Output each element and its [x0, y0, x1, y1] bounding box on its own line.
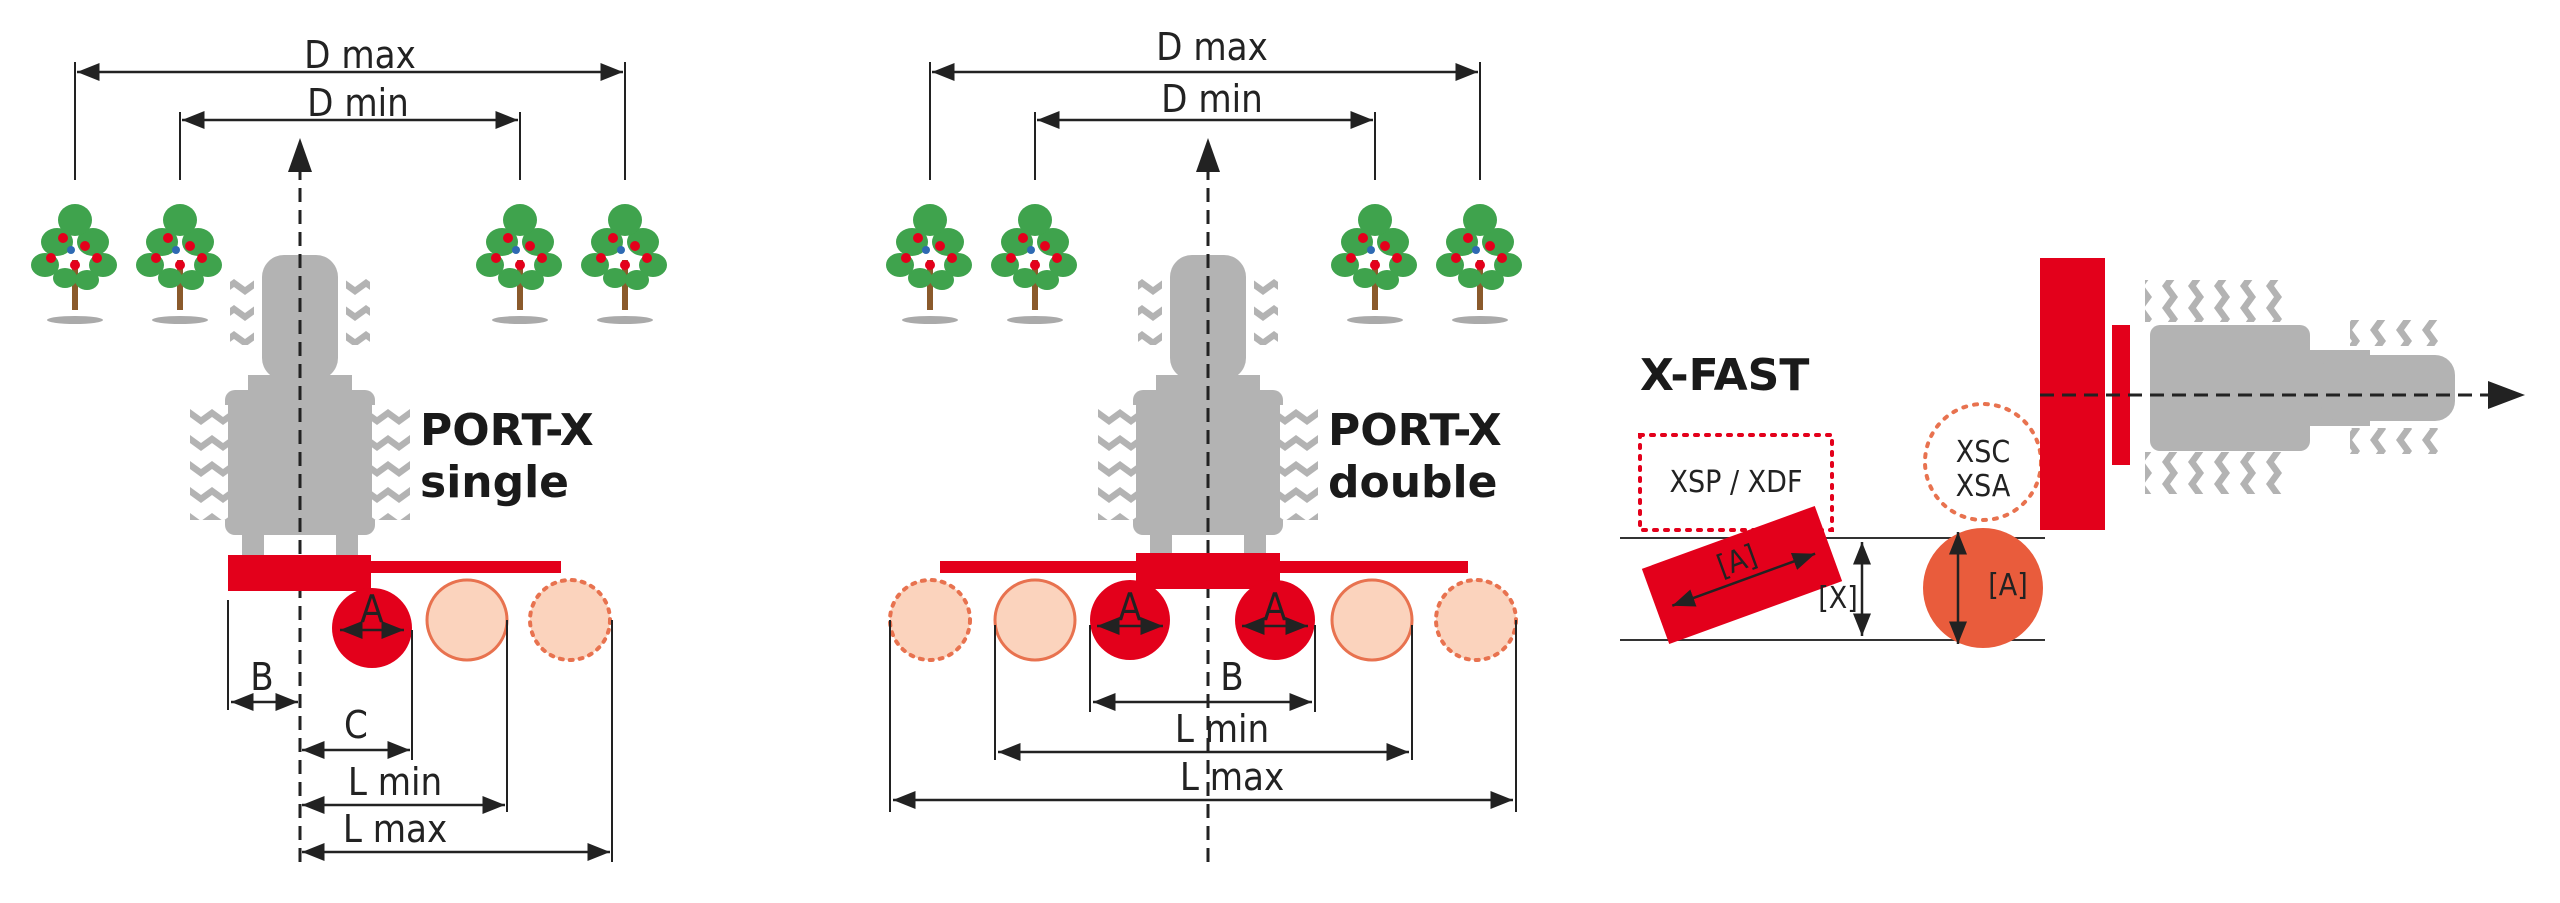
xsp-label: XSP / XDF: [1670, 465, 1803, 500]
panel-port-x-single: D max D min PORT-X single A B C: [31, 33, 667, 862]
tree-icon: [1436, 204, 1522, 324]
arrow-icon: [288, 138, 312, 172]
a-label-right: A: [1263, 585, 1287, 629]
l-min-label: L min: [1175, 707, 1269, 751]
xsa-label: XSA: [1956, 469, 2011, 504]
disc-extended: [425, 578, 509, 662]
c-label: C: [344, 703, 368, 747]
title-line1: PORT-X: [420, 405, 594, 456]
x-fast-title: X-FAST: [1640, 350, 1809, 401]
disc-extended: [1330, 578, 1414, 662]
xsc-label: XSC: [1956, 435, 2010, 470]
tree-icon: [991, 204, 1077, 324]
tree-icon: [476, 204, 562, 324]
b-label: B: [250, 655, 273, 699]
disc-max: [1434, 578, 1518, 662]
title-line1: PORT-X: [1328, 405, 1502, 456]
machine-arm: [371, 561, 561, 573]
title-line2: single: [420, 457, 569, 508]
title-line2: double: [1328, 457, 1497, 508]
a-label: A: [360, 587, 384, 631]
a-circle-label: [A]: [1988, 568, 2028, 603]
b-label: B: [1220, 655, 1243, 699]
panel-port-x-double: D max D min PORT-X double A A B: [886, 25, 1522, 862]
l-max-label: L max: [1180, 755, 1284, 799]
d-max-label: D max: [304, 33, 416, 77]
arrow-icon: [2488, 381, 2525, 409]
tree-icon: [136, 204, 222, 324]
d-max-label: D max: [1156, 25, 1268, 69]
tree-icon: [581, 204, 667, 324]
panel-x-fast: X-FAST XSP / XDF XSC XSA [A] [X] [A]: [1620, 258, 2525, 648]
tree-icon: [1331, 204, 1417, 324]
disc-extended: [993, 578, 1077, 662]
a-label-left: A: [1118, 585, 1142, 629]
tilted-disc-rect: [A]: [1641, 505, 1843, 645]
l-min-label: L min: [348, 760, 442, 804]
tree-icon: [31, 204, 117, 324]
arrow-icon: [1196, 138, 1220, 172]
l-max-label: L max: [343, 807, 447, 851]
d-min-label: D min: [1161, 77, 1263, 121]
disc-max: [888, 578, 972, 662]
machine-frame: [228, 555, 371, 591]
x-label: [X]: [1818, 581, 1858, 616]
tractor-icon: [2145, 280, 2455, 494]
machine-frame: [1136, 553, 1280, 589]
disc-max: [528, 578, 612, 662]
machine-hitch: [2112, 325, 2130, 465]
xsp-xdf-box: [1638, 433, 1834, 532]
tree-icon: [886, 204, 972, 324]
d-min-label: D min: [307, 81, 409, 125]
